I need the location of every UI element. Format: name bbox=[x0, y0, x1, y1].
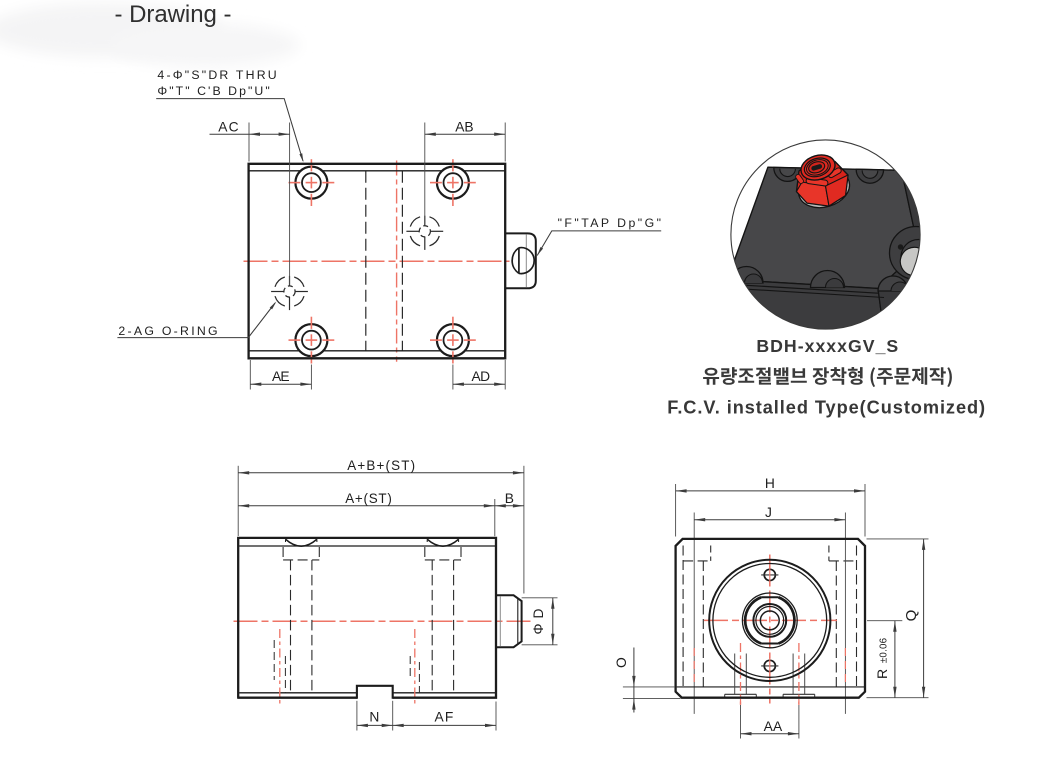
svg-text:J: J bbox=[765, 505, 772, 520]
svg-text:±0.06: ±0.06 bbox=[878, 637, 889, 663]
svg-text:N: N bbox=[369, 709, 379, 724]
svg-text:R: R bbox=[874, 669, 890, 679]
svg-text:AC: AC bbox=[218, 120, 238, 135]
svg-text:AA: AA bbox=[764, 719, 783, 734]
svg-text:4-Φ"S"DR THRU: 4-Φ"S"DR THRU bbox=[157, 68, 276, 82]
svg-text:AB: AB bbox=[455, 120, 473, 135]
svg-text:AE: AE bbox=[272, 369, 290, 384]
svg-text:O: O bbox=[614, 657, 629, 668]
svg-text:F.C.V. installed Type(Customiz: F.C.V. installed Type(Customized) bbox=[667, 397, 985, 417]
svg-text:Φ D: Φ D bbox=[531, 608, 546, 634]
svg-text:AF: AF bbox=[435, 709, 454, 724]
svg-text:Φ"T" C'B Dp"U": Φ"T" C'B Dp"U" bbox=[157, 84, 269, 98]
svg-text:Q: Q bbox=[903, 610, 920, 622]
svg-text:A+B+(ST): A+B+(ST) bbox=[347, 458, 415, 473]
svg-text:- Drawing -: - Drawing - bbox=[115, 1, 232, 28]
svg-text:H: H bbox=[765, 476, 775, 491]
svg-text:"F"TAP Dp"G": "F"TAP Dp"G" bbox=[558, 216, 661, 230]
svg-text:2-AG O-RING: 2-AG O-RING bbox=[118, 324, 217, 338]
svg-text:B: B bbox=[505, 491, 514, 506]
svg-text:AD: AD bbox=[472, 369, 491, 384]
svg-text:BDH-xxxxGV_S: BDH-xxxxGV_S bbox=[756, 336, 898, 356]
svg-text:A+(ST): A+(ST) bbox=[345, 491, 392, 506]
